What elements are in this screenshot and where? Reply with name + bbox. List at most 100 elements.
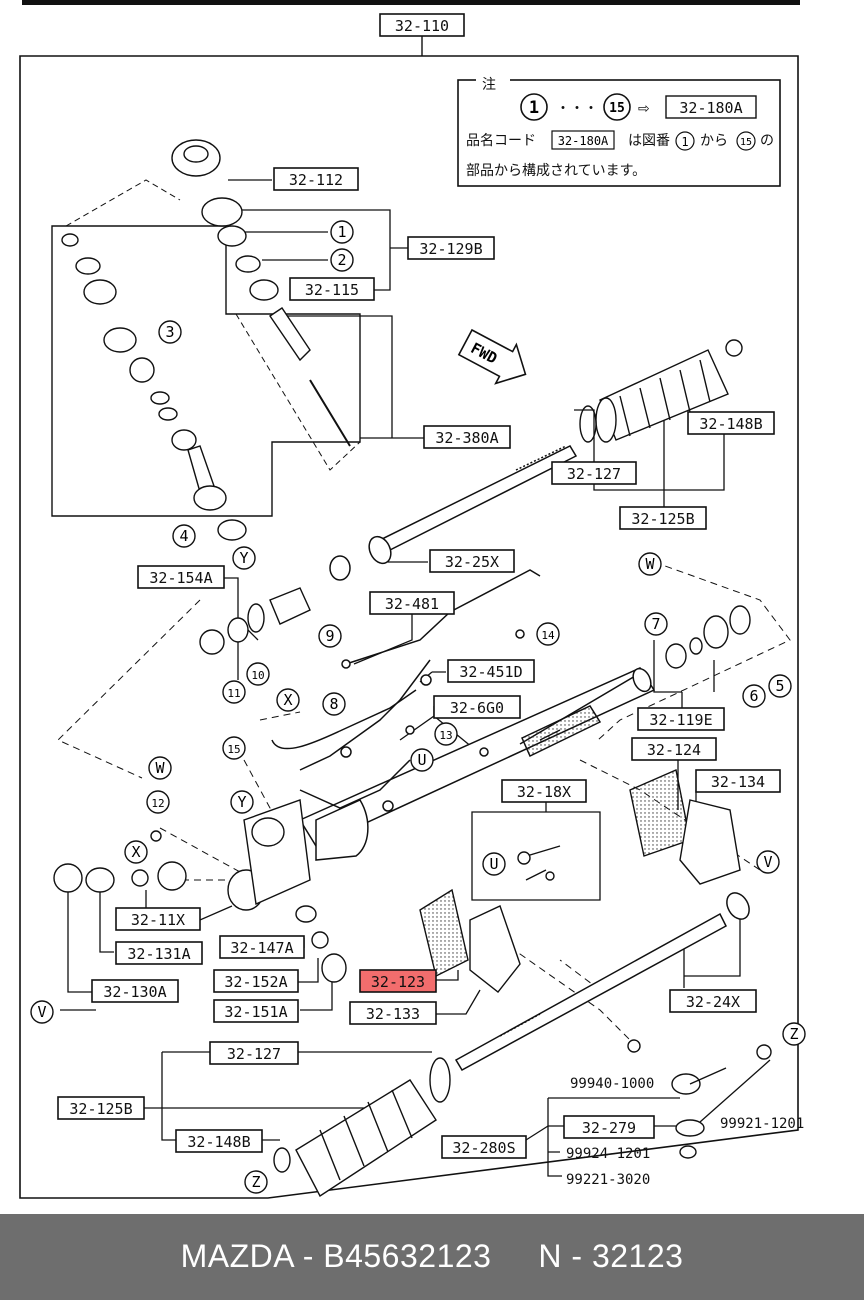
label-text: 32-11X	[131, 911, 185, 929]
callout-2: 2	[330, 248, 354, 272]
callout-3: 3	[158, 320, 182, 344]
callout-V: V	[756, 850, 780, 874]
callout-text: 10	[251, 669, 264, 682]
phantom-lines	[57, 561, 791, 1045]
callout-text: 6	[749, 687, 758, 705]
label-32-147A: 32-147A	[219, 935, 305, 959]
callout-text: W	[645, 555, 655, 573]
label-32-125B-bot: 32-125B	[57, 1096, 145, 1120]
outer-frame	[19, 55, 799, 1199]
right-end-parts	[627, 605, 772, 1159]
callout-text: Z	[251, 1173, 260, 1191]
label-text: 32-18X	[517, 783, 571, 801]
label-32-133: 32-133	[349, 1001, 437, 1025]
top-border	[22, 0, 800, 5]
footer-part-info: MAZDA - B45632123 N - 32123	[0, 1238, 864, 1275]
label-text: 32-24X	[686, 993, 740, 1011]
label-32-123: 32-123	[359, 969, 437, 993]
label-32-148B-bot: 32-148B	[175, 1129, 263, 1153]
code-99924-1201: 99924-1201	[566, 1146, 650, 1162]
label-text: 32-115	[305, 281, 359, 299]
label-text: 32-110	[395, 17, 449, 35]
label-32-481: 32-481	[369, 591, 455, 615]
callout-text: Y	[237, 793, 246, 811]
label-text: 32-451D	[459, 663, 522, 681]
rack-boot-lower	[273, 1057, 451, 1198]
label-text: 32-129B	[419, 240, 482, 258]
note-line1-c: から	[700, 133, 728, 149]
footer-bar: MAZDA - B45632123 N - 32123	[0, 1214, 864, 1300]
callout-1: 1	[330, 220, 354, 244]
note-range-end: 15	[609, 101, 625, 116]
label-32-279: 32-279	[563, 1115, 655, 1139]
label-text: 32-154A	[149, 569, 212, 587]
note-line1-n2: 15	[740, 137, 752, 148]
footer-part-number: B45632123	[323, 1238, 492, 1274]
tie-rod-upper	[329, 445, 578, 581]
label-text: 32-133	[366, 1005, 420, 1023]
callout-text: 15	[227, 743, 240, 756]
label-text: 32-130A	[103, 983, 166, 1001]
label-text: 32-127	[227, 1045, 281, 1063]
callout-V: V	[30, 1000, 54, 1024]
label-32-18X: 32-18X	[501, 779, 587, 803]
label-text: 32-152A	[224, 973, 287, 991]
callout-text: V	[763, 853, 772, 871]
callout-6: 6	[742, 684, 766, 708]
callout-14: 14	[536, 622, 560, 646]
footer-ref-number: 32123	[591, 1238, 684, 1274]
note-heading: 注	[482, 77, 496, 93]
label-32-154A: 32-154A	[137, 565, 225, 589]
callout-text: 14	[541, 629, 555, 642]
mounting-brackets	[419, 769, 741, 993]
label-text: 32-127	[567, 465, 621, 483]
note-code: 32-180A	[679, 99, 742, 117]
callout-text: 5	[775, 677, 784, 695]
label-text: 32-119E	[649, 711, 712, 729]
code-99921-1201: 99921-1201	[720, 1116, 804, 1132]
label-text: 32-112	[289, 171, 343, 189]
callout-text: X	[131, 843, 140, 861]
label-32-151A: 32-151A	[213, 999, 299, 1023]
label-32-129B: 32-129B	[407, 236, 495, 260]
note-range-start: 1	[529, 98, 539, 118]
label-text: 32-123	[371, 973, 425, 991]
callout-text: 2	[337, 251, 346, 269]
note-arrow: ⇨	[638, 101, 650, 117]
callout-Y: Y	[230, 790, 254, 814]
label-text: 32-134	[711, 773, 765, 791]
callout-text: 7	[651, 615, 660, 633]
callout-Z: Z	[244, 1170, 268, 1194]
label-text: 32-280S	[452, 1139, 515, 1157]
label-text: 32-6G0	[450, 699, 504, 717]
label-32-115: 32-115	[289, 277, 375, 301]
note-dots: ・・・	[556, 101, 598, 117]
callout-text: 13	[439, 729, 452, 742]
callout-13: 13	[434, 722, 458, 746]
label-32-24X: 32-24X	[669, 989, 757, 1013]
callout-text: X	[283, 691, 292, 709]
label-32-152A: 32-152A	[213, 969, 299, 993]
callout-text: W	[155, 759, 165, 777]
highlighted-part-box	[359, 969, 437, 993]
label-32-134: 32-134	[695, 769, 781, 793]
code-99221-3020: 99221-3020	[566, 1172, 650, 1188]
note-line1-n1: 1	[681, 135, 688, 149]
callout-text: 9	[325, 627, 334, 645]
label-32-280S: 32-280S	[441, 1135, 527, 1159]
label-text: 32-124	[647, 741, 701, 759]
label-32-127-top: 32-127	[551, 461, 637, 485]
label-text: 32-148B	[187, 1133, 250, 1151]
note-line1-b: は図番	[628, 133, 670, 149]
label-32-124: 32-124	[631, 737, 717, 761]
callout-W: W	[638, 552, 662, 576]
label-32-451D: 32-451D	[447, 659, 535, 683]
footer-gap	[491, 1238, 538, 1274]
callout-X: X	[276, 688, 300, 712]
label-32-125B-top: 32-125B	[619, 506, 707, 530]
footer-ref-prefix: N -	[538, 1238, 592, 1274]
callout-15: 15	[222, 736, 246, 760]
exploded-parts-diagram: 注 1 ・・・ 15 ⇨ 32-180A 品名コード 32-180A は図番 1…	[19, 13, 806, 1199]
